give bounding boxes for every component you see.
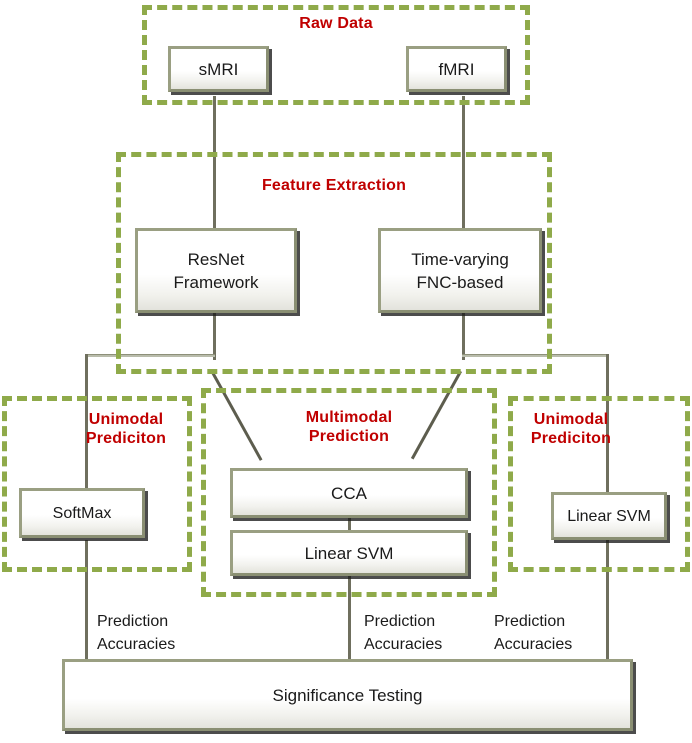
node-time-varying-fnc[interactable]: Time-varying FNC-based [378,228,542,313]
connector-softmax-to-significance [85,540,88,662]
group-feature-extraction [116,152,552,374]
connector-tvfnc-down [462,312,465,360]
node-significance-testing[interactable]: Significance Testing [62,659,633,731]
label-prediction-accuracies-left: Prediction Accuracies [97,613,176,653]
node-softmax[interactable]: SoftMax [19,488,145,538]
group-unimodal-right-title: Unimodal Prediciton [530,411,612,447]
connector-multimodal-to-significance [348,572,351,662]
node-smri[interactable]: sMRI [168,46,269,92]
group-multimodal [201,388,497,597]
connector-left-down-to-softmax [85,354,88,506]
group-raw-data [142,5,530,105]
group-feature-extraction-title: Feature Extraction [261,177,407,194]
group-multimodal-title: Multimodal Prediction [305,409,393,445]
label-prediction-accuracies-right: Prediction Accuracies [494,613,573,653]
label-prediction-accuracies-middle: Prediction Accuracies [364,613,443,653]
connector-smri-to-resnet [213,96,216,230]
connector-branch-right [462,354,608,357]
connector-right-down-to-svm [606,354,609,498]
connector-cca-to-linearsvm [348,516,351,532]
node-linear-svm-right[interactable]: Linear SVM [551,492,667,540]
node-linear-svm-multimodal[interactable]: Linear SVM [230,530,468,576]
group-unimodal-left-title: Unimodal Prediciton [85,411,167,447]
connector-resnet-down [213,312,216,360]
connector-right-svm-to-significance [606,536,609,662]
connector-branch-left [85,354,215,357]
node-fmri[interactable]: fMRI [406,46,507,92]
node-cca[interactable]: CCA [230,468,468,518]
group-unimodal-right [508,396,690,572]
group-raw-data-title: Raw Data [299,15,373,32]
group-unimodal-left [2,396,192,572]
node-resnet-framework[interactable]: ResNet Framework [135,228,297,313]
connector-fmri-to-tvfnc [462,96,465,230]
